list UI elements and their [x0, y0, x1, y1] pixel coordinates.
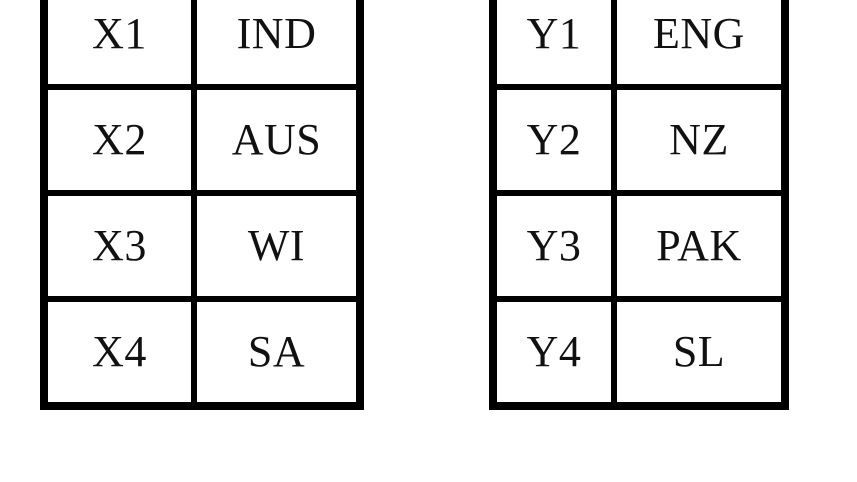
- y-code-table: Y1 ENG Y2 NZ Y3 PAK Y4 SL: [489, 0, 789, 410]
- cell-team: PAK: [611, 190, 789, 302]
- table-row: X2 AUS: [40, 84, 364, 196]
- table-row: X4 SA: [40, 296, 364, 410]
- cell-team: WI: [191, 190, 364, 302]
- cell-code: X2: [40, 84, 197, 196]
- table-row: Y2 NZ: [489, 84, 789, 196]
- cell-code: Y4: [489, 296, 617, 410]
- cell-code: X1: [40, 0, 197, 90]
- cell-code: X4: [40, 296, 197, 410]
- cell-team: IND: [191, 0, 364, 90]
- cell-code: Y3: [489, 190, 617, 302]
- cell-team: AUS: [191, 84, 364, 196]
- cell-team: NZ: [611, 84, 789, 196]
- table-row: X3 WI: [40, 190, 364, 302]
- cell-team: SL: [611, 296, 789, 410]
- table-row: X1 IND: [40, 0, 364, 90]
- x-code-table-body: X1 IND X2 AUS X3 WI X4 SA: [40, 0, 364, 410]
- cell-team: SA: [191, 296, 364, 410]
- cell-code: Y2: [489, 84, 617, 196]
- x-code-table: X1 IND X2 AUS X3 WI X4 SA: [40, 0, 364, 410]
- table-row: Y4 SL: [489, 296, 789, 410]
- table-row: Y3 PAK: [489, 190, 789, 302]
- cell-code: X3: [40, 190, 197, 302]
- table-row: Y1 ENG: [489, 0, 789, 90]
- y-code-table-body: Y1 ENG Y2 NZ Y3 PAK Y4 SL: [489, 0, 789, 410]
- cell-team: ENG: [611, 0, 789, 90]
- cell-code: Y1: [489, 0, 617, 90]
